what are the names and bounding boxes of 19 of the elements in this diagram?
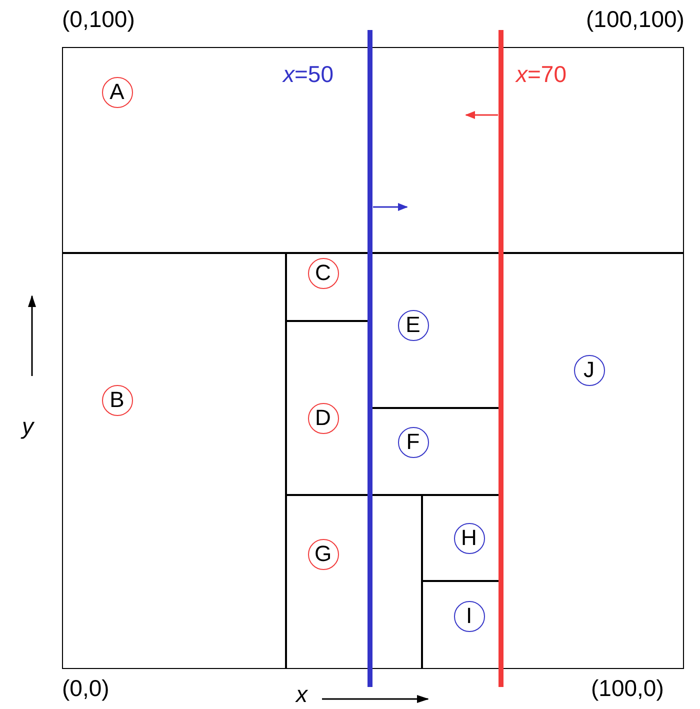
region-label: B (102, 384, 132, 416)
region-label: F (398, 426, 428, 458)
corner-coordinate: (100,0) (591, 677, 664, 700)
region-label: A (102, 76, 132, 108)
corner-coordinate: (0,0) (62, 677, 110, 700)
region-rectangle (62, 252, 286, 668)
region-label: C (308, 258, 338, 288)
line-label: x=70 (516, 63, 567, 86)
axis-label: x (296, 683, 308, 706)
corner-coordinate: (0,100) (62, 8, 135, 31)
axis-label: y (22, 415, 34, 438)
line-label: x=50 (283, 63, 334, 86)
region-label: J (574, 354, 604, 386)
region-label: H (454, 522, 484, 554)
region-label: I (454, 600, 484, 632)
region-label: D (308, 402, 338, 434)
region-label: E (398, 310, 428, 340)
corner-coordinate: (100,100) (586, 8, 684, 31)
region-label: G (308, 538, 338, 570)
